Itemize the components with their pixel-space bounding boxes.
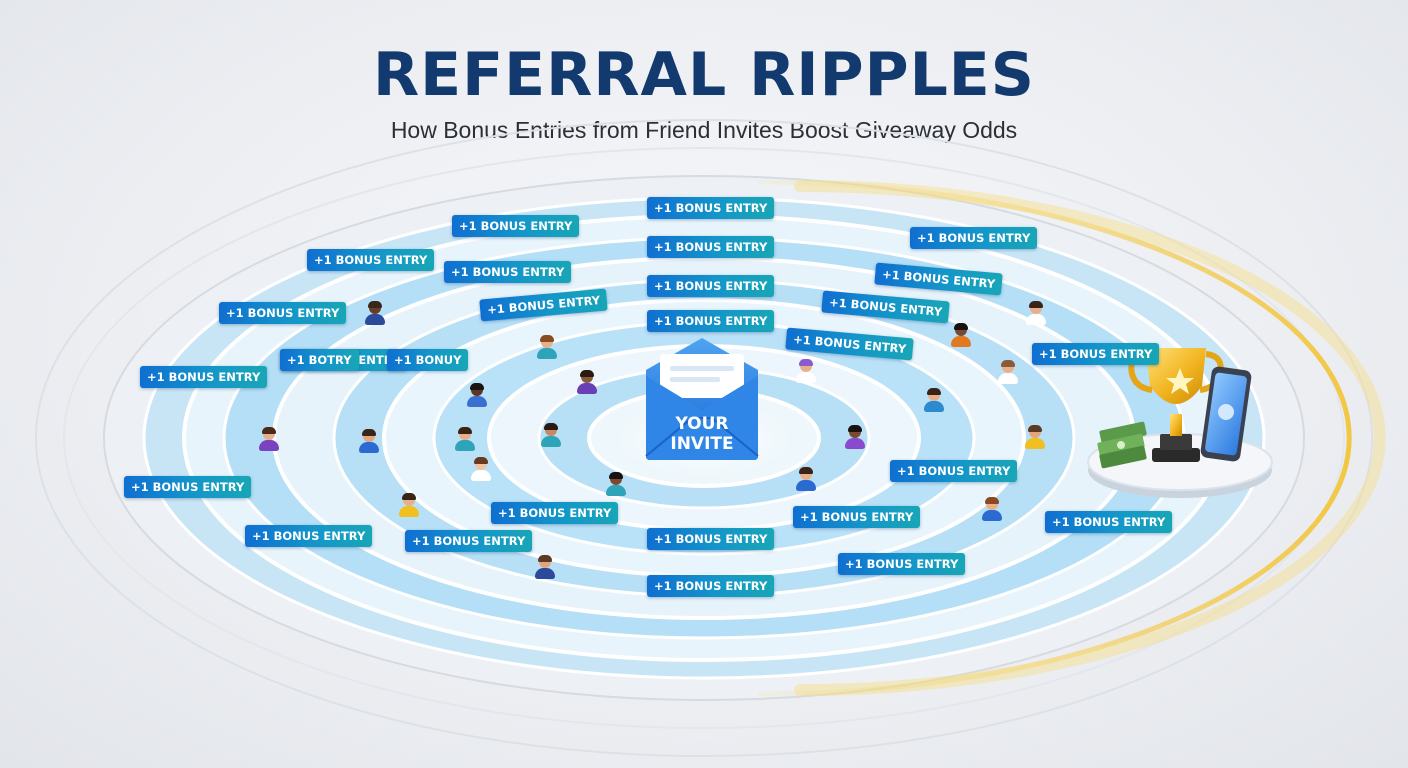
gold-glow-arc xyxy=(757,179,1352,697)
outer-ring-3 xyxy=(35,119,1373,757)
friend-avatar-icon xyxy=(795,467,817,492)
prize-podium-icon xyxy=(1087,348,1273,498)
friend-avatar-icon xyxy=(466,383,488,408)
gold-glow-arc-soft xyxy=(794,180,1386,696)
friend-avatar-icon xyxy=(398,493,420,518)
friend-avatar-icon xyxy=(981,497,1003,522)
bonus-entry-badge: +1 BONUS ENTRY xyxy=(245,525,373,547)
your-invite-envelope[interactable]: YOUR INVITE xyxy=(642,336,762,462)
bonus-entry-badge: +1 BONUS ENTRY xyxy=(647,310,775,332)
friend-avatar-icon xyxy=(540,423,562,448)
bonus-entry-badge: +1 BONUS ENTRY xyxy=(491,502,619,524)
bonus-entry-badge: +1 BONUS ENTRY xyxy=(444,261,572,283)
friend-avatar-icon xyxy=(258,427,280,452)
bonus-entry-badge: +1 BONUS ENTRY xyxy=(647,197,775,219)
bonus-entry-badge: +1 BONUS ENTRY xyxy=(1032,343,1160,365)
friend-avatar-icon xyxy=(923,388,945,413)
bonus-entry-badge: +1 BONUS ENTRY xyxy=(647,528,775,550)
bonus-entry-badge: +1 BONUS ENTRY xyxy=(647,236,775,258)
friend-avatar-icon xyxy=(576,370,598,395)
friend-avatar-icon xyxy=(844,425,866,450)
invite-label-line2: INVITE xyxy=(670,434,734,454)
bonus-entry-badge: +1 BONUS ENTRY xyxy=(124,476,252,498)
friend-avatar-icon xyxy=(536,335,558,360)
invite-label-line1: YOUR xyxy=(675,414,729,434)
bonus-entry-badge: +1 BONUS ENTRY xyxy=(1045,511,1173,533)
friend-avatar-icon xyxy=(795,359,817,384)
friend-avatar-icon xyxy=(950,323,972,348)
bonus-entry-badge: +1 BONUS ENTRY xyxy=(890,460,1018,482)
friend-avatar-icon xyxy=(454,427,476,452)
bonus-entry-badge: +1 BONUS ENTRY xyxy=(647,275,775,297)
trophy-icon xyxy=(1128,348,1224,462)
friend-avatar-icon xyxy=(364,301,386,326)
page-title: REFERRAL RIPPLES xyxy=(372,40,1036,110)
your-invite-label: YOUR INVITE xyxy=(642,414,762,454)
bonus-entry-badge: +1 BONUS ENTRY xyxy=(405,530,533,552)
bonus-entry-badge: +1 BONUS ENTRY xyxy=(219,302,347,324)
friend-avatar-icon xyxy=(470,457,492,482)
bonus-entry-badge: +1 BONUS ENTRY xyxy=(910,227,1038,249)
bonus-entry-badge: +1 BONUS ENTRY xyxy=(647,575,775,597)
friend-avatar-icon xyxy=(605,472,627,497)
friend-avatar-icon xyxy=(1024,425,1046,450)
friend-avatar-icon xyxy=(997,360,1019,385)
bonus-entry-badge: +1 BONUY xyxy=(387,349,469,371)
bonus-entry-badge: +1 BONUS ENTRY xyxy=(452,215,580,237)
smartphone-icon xyxy=(1200,366,1252,462)
bonus-entry-badge: +1 BONUS ENTRY xyxy=(838,553,966,575)
bonus-entry-badge: +1 BONUS ENTRY xyxy=(140,366,268,388)
giveaway-prize xyxy=(1080,330,1280,510)
envelope-icon xyxy=(645,338,759,460)
bonus-entry-badge: +1 BONUS ENTRY xyxy=(793,506,921,528)
bonus-entry-badge: +1 BONUS ENTRY xyxy=(307,249,435,271)
outer-ring-2 xyxy=(63,147,1345,729)
friend-avatar-icon xyxy=(534,555,556,580)
cash-stack-icon xyxy=(1097,421,1147,469)
page-subtitle: How Bonus Entries from Friend Invites Bo… xyxy=(390,117,1018,143)
friend-avatar-icon xyxy=(358,429,380,454)
bonus-entry-badge: +1 BOTRY xyxy=(280,349,359,371)
friend-avatar-icon xyxy=(1025,301,1047,326)
